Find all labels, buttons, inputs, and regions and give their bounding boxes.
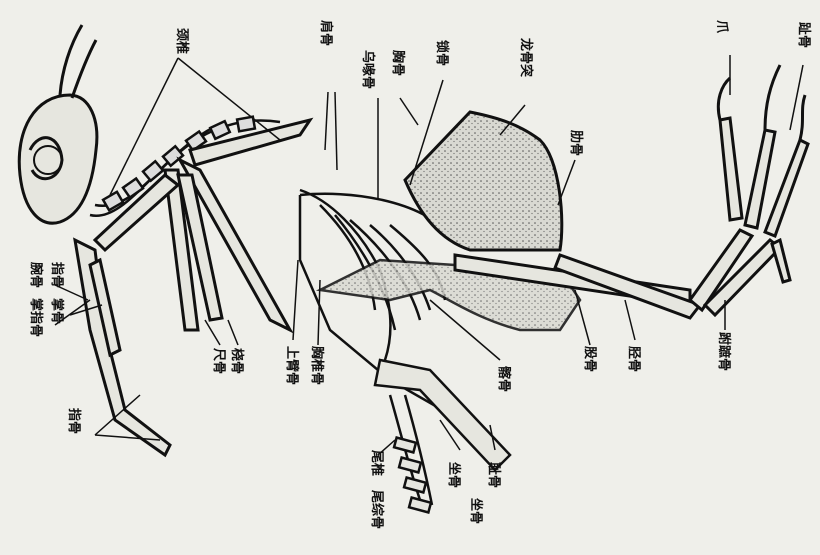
label-femur: 股骨 <box>583 346 596 372</box>
label-ilium: 髂骨 <box>497 366 510 392</box>
label-finger-bones: 指骨 <box>50 262 63 288</box>
tail-bones <box>375 360 510 512</box>
label-ulna: 尺骨 <box>212 348 225 374</box>
label-phalanges: 指骨 <box>67 408 80 434</box>
label-ribs: 肋骨 <box>569 130 582 156</box>
label-caudal-vertebrae: 尾椎 <box>370 450 383 476</box>
label-carpometacarpus: 掌指骨 <box>29 298 42 337</box>
wing-bones <box>75 120 310 455</box>
label-sternum-upper: 胸骨 <box>391 50 404 76</box>
sternum-keel <box>405 112 562 250</box>
label-radius: 桡骨 <box>230 348 243 374</box>
label-scapula: 肩骨 <box>319 20 332 46</box>
label-pygostyle: 尾综骨 <box>370 490 383 529</box>
label-thoracic-vertebrae: 胸椎骨 <box>310 346 323 385</box>
label-tarsometatarsus: 跗蹠骨 <box>717 332 730 371</box>
label-tibia: 胫骨 <box>627 346 640 372</box>
label-keel: 龙骨突 <box>519 38 532 77</box>
label-metacarpus: 掌骨 <box>50 298 63 324</box>
label-ischium: 坐骨 <box>447 462 460 488</box>
label-claw: 爪 <box>715 20 728 33</box>
label-pubis: 耻骨 <box>487 462 500 488</box>
skull <box>19 25 97 223</box>
label-humerus: 上臂骨 <box>285 346 298 385</box>
label-clavicle: 锁骨 <box>435 40 448 66</box>
label-cervical-vertebrae: 颈椎 <box>175 28 188 54</box>
label-ischium-lower: 坐骨 <box>469 498 482 524</box>
label-toe-bones: 趾骨 <box>797 22 810 48</box>
label-coracoid: 乌喙骨 <box>361 50 374 89</box>
label-wrist: 腕骨 <box>29 262 42 288</box>
